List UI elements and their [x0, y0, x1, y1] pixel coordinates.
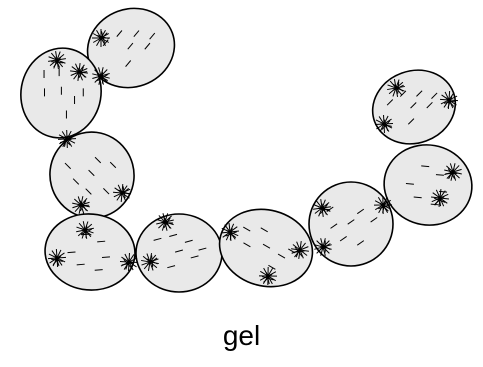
dash-mark — [426, 101, 433, 109]
dash-mark — [88, 169, 95, 177]
crosslink-knot — [439, 90, 459, 110]
dash-mark — [243, 226, 251, 232]
dash-mark — [116, 30, 123, 37]
dash-mark — [101, 256, 110, 259]
gel-particle — [371, 69, 457, 145]
dash-mark — [72, 178, 80, 185]
crosslink-knot — [48, 51, 66, 69]
dash-mark — [330, 223, 338, 229]
crosslink-knot — [387, 79, 405, 97]
dash-mark — [405, 182, 414, 185]
dash-mark — [43, 88, 45, 97]
dash-mark — [67, 251, 76, 254]
crosslink-knot — [373, 195, 393, 215]
dash-mark — [97, 240, 106, 243]
dash-mark — [60, 86, 62, 95]
crosslink-knot — [314, 238, 332, 256]
dash-mark — [198, 247, 207, 251]
dash-mark — [149, 32, 156, 40]
crosslink-knot — [430, 188, 450, 208]
dash-mark — [356, 240, 365, 246]
dash-mark — [103, 188, 110, 195]
dash-mark — [102, 39, 109, 47]
dash-mark — [82, 88, 84, 97]
dash-mark — [421, 165, 430, 168]
crosslink-knot — [220, 222, 240, 242]
crosslink-knot — [47, 248, 67, 268]
dash-mark — [94, 156, 102, 164]
dash-mark — [43, 70, 45, 79]
dash-mark — [431, 92, 438, 99]
particle-outline — [44, 213, 136, 291]
dash-mark — [109, 161, 117, 169]
crosslink-knot — [291, 241, 309, 259]
dash-mark — [262, 243, 271, 249]
dash-mark — [125, 60, 132, 67]
dash-mark — [184, 239, 193, 243]
crosslink-knot — [76, 221, 94, 239]
gel-particle — [135, 213, 223, 293]
dash-mark — [190, 255, 199, 259]
crosslink-knot — [70, 63, 88, 81]
dash-mark — [127, 42, 134, 50]
caption-label: gel — [222, 320, 261, 351]
crosslink-knot — [72, 196, 90, 214]
crosslink-knot — [112, 183, 132, 203]
dash-mark — [260, 227, 268, 233]
crosslink-knot — [141, 253, 159, 271]
dash-mark — [58, 68, 60, 77]
dash-mark — [356, 208, 365, 215]
crosslink-knot — [374, 114, 394, 134]
particle-outline — [218, 208, 314, 288]
dash-mark — [413, 196, 422, 199]
dash-mark — [153, 237, 162, 241]
dash-mark — [133, 30, 140, 37]
dash-mark — [85, 188, 92, 195]
crosslink-knot — [444, 163, 462, 181]
dash-mark — [175, 249, 183, 253]
crosslink-knot — [92, 67, 110, 85]
dash-mark — [416, 90, 423, 97]
dash-mark — [94, 269, 103, 271]
gel-particle — [20, 47, 102, 139]
dash-mark — [64, 162, 72, 170]
dash-mark — [65, 110, 67, 119]
gel-particle — [218, 208, 314, 288]
crosslink-knot — [119, 252, 139, 272]
dash-mark — [407, 118, 415, 125]
dash-mark — [74, 95, 76, 104]
crosslink-knot — [156, 213, 174, 231]
gel-particle — [44, 213, 136, 291]
dash-mark — [277, 253, 286, 259]
dash-mark — [243, 242, 251, 248]
particle-outline — [135, 213, 223, 293]
dash-mark — [347, 219, 355, 225]
dash-mark — [169, 233, 178, 237]
dash-mark — [339, 235, 347, 242]
dash-mark — [370, 217, 378, 223]
particle-outline — [383, 144, 473, 226]
dash-mark — [386, 99, 394, 106]
crosslink-knot — [57, 129, 77, 149]
dash-mark — [268, 264, 276, 270]
particle-outline — [371, 69, 457, 145]
dash-mark — [76, 263, 85, 266]
dash-mark — [410, 102, 417, 109]
dash-mark — [144, 42, 151, 50]
crosslink-knot — [313, 199, 331, 217]
dash-mark — [435, 174, 444, 176]
dash-mark — [399, 90, 407, 97]
crosslink-knot — [92, 29, 110, 47]
dash-mark — [167, 265, 176, 269]
crosslink-knot — [258, 266, 278, 286]
